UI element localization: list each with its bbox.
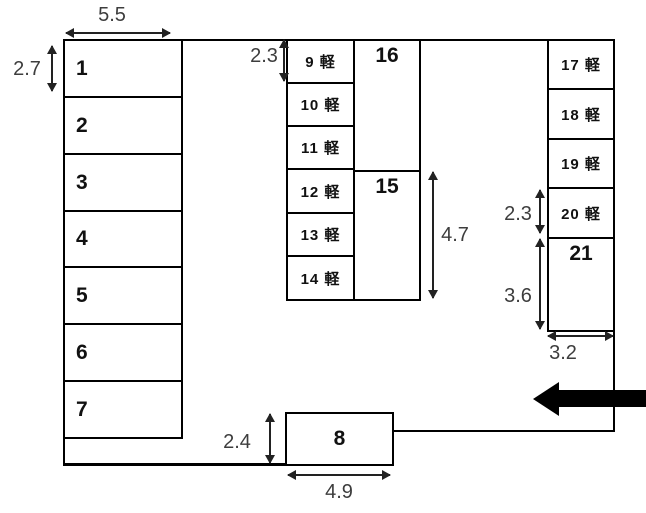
space-20-kei: 20 軽 bbox=[547, 187, 615, 239]
space-12-kei: 12 軽 bbox=[286, 168, 355, 214]
dim-arrow-2-3-right bbox=[535, 189, 545, 234]
space-18-kei: 18 軽 bbox=[547, 88, 615, 140]
space-4: 4 bbox=[63, 210, 183, 268]
space-9-kei: 9 軽 bbox=[286, 39, 355, 84]
dim-label-2-7: 2.7 bbox=[13, 58, 41, 80]
space-6: 6 bbox=[63, 323, 183, 382]
space-15: 15 bbox=[353, 170, 421, 301]
dim-arrow-5-5 bbox=[65, 28, 171, 38]
entrance-arrow-body bbox=[558, 390, 646, 407]
dim-label-2-4: 2.4 bbox=[223, 431, 251, 453]
dim-arrow-2-4 bbox=[265, 413, 275, 464]
dim-arrow-2-7 bbox=[47, 45, 57, 92]
boundary-bottom bbox=[63, 463, 394, 466]
space-7: 7 bbox=[63, 380, 183, 439]
space-11-kei: 11 軽 bbox=[286, 125, 355, 170]
space-3: 3 bbox=[63, 153, 183, 212]
space-5: 5 bbox=[63, 266, 183, 325]
space-8: 8 bbox=[285, 412, 394, 466]
space-1: 1 bbox=[63, 39, 183, 98]
space-13-kei: 13 軽 bbox=[286, 212, 355, 257]
dim-arrow-2-3-middle bbox=[279, 39, 289, 82]
space-19-kei: 19 軽 bbox=[547, 138, 615, 189]
dim-arrow-3-6 bbox=[535, 238, 545, 330]
dim-label-5-5: 5.5 bbox=[98, 4, 126, 26]
entrance-arrow-head bbox=[533, 382, 559, 416]
space-21: 21 bbox=[547, 237, 615, 332]
boundary-connector bbox=[391, 430, 615, 432]
dim-label-3-6: 3.6 bbox=[504, 285, 532, 307]
space-17-kei: 17 軽 bbox=[547, 39, 615, 90]
space-16: 16 bbox=[353, 39, 421, 172]
dim-label-2-3-right: 2.3 bbox=[504, 203, 532, 225]
dim-label-3-2: 3.2 bbox=[549, 342, 577, 364]
dim-arrow-4-7 bbox=[428, 171, 438, 299]
dim-label-4-9: 4.9 bbox=[325, 481, 353, 503]
dim-arrow-3-2 bbox=[547, 331, 614, 341]
space-2: 2 bbox=[63, 96, 183, 155]
space-14-kei: 14 軽 bbox=[286, 255, 355, 301]
space-10-kei: 10 軽 bbox=[286, 82, 355, 127]
dim-label-4-7: 4.7 bbox=[441, 224, 469, 246]
dim-arrow-4-9 bbox=[287, 470, 391, 480]
dim-label-2-3-middle: 2.3 bbox=[250, 45, 278, 67]
